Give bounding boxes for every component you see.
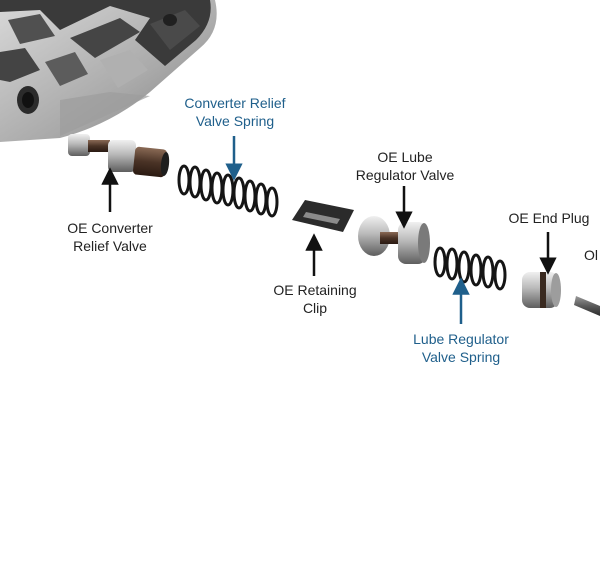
label-oe-retaining-clip: OE Retaining Clip [273, 282, 357, 316]
label-converter-relief-valve-spring: Converter Relief Valve Spring [184, 95, 286, 129]
label-cut-off: Ol [584, 247, 598, 263]
oe-end-plug-part [522, 272, 561, 308]
converter-relief-valve-spring-part [177, 164, 279, 218]
label-oe-converter-relief-valve: OE Converter Relief Valve [67, 220, 153, 254]
oe-retaining-clip-part [292, 200, 354, 232]
label-oe-lube-regulator-valve: OE Lube Regulator Valve [355, 149, 455, 183]
cut-off-rod-part [574, 296, 600, 316]
label-lube-regulator-valve-spring: Lube Regulator Valve Spring [413, 331, 509, 365]
label-oe-end-plug: OE End Plug [508, 210, 590, 226]
valve-body-housing [0, 0, 217, 142]
lube-regulator-valve-spring-part [433, 246, 507, 291]
oe-lube-regulator-valve-part [358, 216, 430, 264]
oe-converter-relief-valve-part [68, 134, 170, 178]
